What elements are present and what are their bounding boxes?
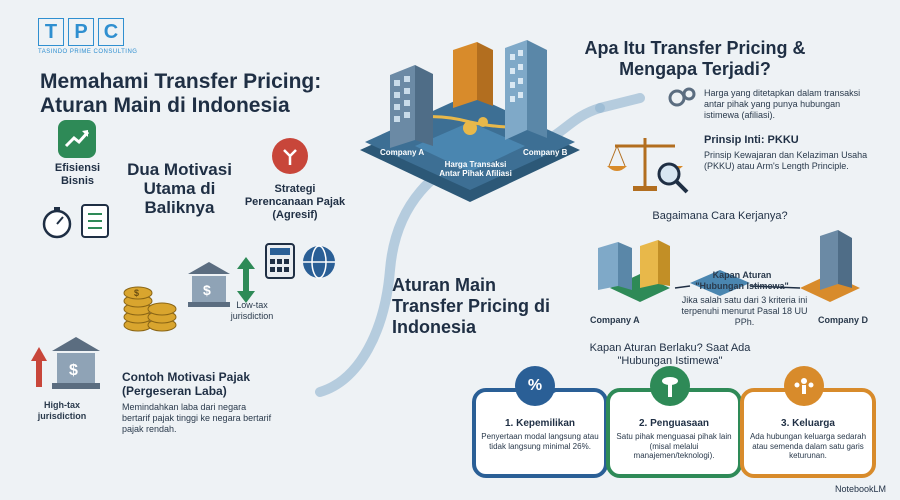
coins-stack-icon: $	[120, 275, 180, 342]
kepemilikan-text: Penyertaan modal langsung atau tidak lan…	[481, 432, 599, 451]
logo-letter: C	[98, 18, 124, 46]
up-down-arrow-icon	[235, 255, 257, 310]
keluarga-text: Ada hubungan keluarga sedarah atau semen…	[749, 432, 867, 460]
logo-subtitle: TASINDO PRIME CONSULTING	[38, 49, 138, 55]
apa-title: Apa Itu Transfer Pricing & Mengapa Terja…	[584, 38, 806, 79]
high-tax-label: High-tax jurisdiction	[37, 400, 87, 421]
right-company-d-label: Company D	[818, 315, 869, 325]
contoh-title: Contoh Motivasi Pajak (Pergeseran Laba)	[122, 370, 251, 398]
logo-letter: P	[68, 18, 94, 46]
footer-brand: NotebookLM	[834, 484, 886, 494]
keluarga-title: 3. Keluarga	[781, 418, 835, 429]
right-company-a-label: Company A	[590, 315, 640, 325]
strategi-label: Strategi Perencanaan Pajak (Agresif)	[244, 183, 346, 221]
control-tower-icon	[650, 366, 690, 406]
main-title: Memahami Transfer Pricing: Aturan Main d…	[40, 70, 322, 117]
low-tax-label: Low-tax jurisdiction	[230, 300, 274, 321]
svg-text:$: $	[203, 282, 211, 298]
efisiensi-label: Efisiensi Bisnis	[54, 162, 101, 187]
kepemilikan-title: 1. Kepemilikan	[504, 418, 576, 429]
cara-label: Bagaimana Cara Kerjanya?	[652, 210, 788, 222]
logo-letter: T	[38, 18, 64, 46]
center-company-b-label: Company B	[523, 148, 568, 157]
harga-label: Harga Transaksi Antar Pihak Afiliasi	[439, 160, 512, 178]
company-platform-illustration	[360, 40, 580, 202]
prinsip-text: Prinsip Kewajaran dan Kelaziman Usaha (P…	[704, 150, 868, 171]
svg-text:$: $	[134, 288, 139, 298]
split-arrow-icon	[272, 138, 308, 174]
percent-icon: %	[515, 366, 555, 406]
svg-text:$: $	[69, 362, 78, 379]
bank-low-tax-icon: $	[186, 260, 232, 313]
calculator-icon	[265, 243, 295, 284]
kapan-text: Jika salah satu dari 3 kriteria ini terp…	[681, 295, 808, 327]
up-arrow-icon	[30, 345, 48, 394]
motivasi-title: Dua Motivasi Utama di Baliknya	[127, 160, 232, 217]
scale-magnifier-icon	[605, 130, 695, 203]
logo: T P C TASINDO PRIME CONSULTING	[38, 18, 137, 55]
bank-high-tax-icon: $	[50, 335, 102, 396]
contoh-text: Memindahkan laba dari negara bertarif pa…	[122, 402, 272, 434]
prinsip-title: Prinsip Inti: PKKU	[704, 134, 799, 146]
kapan-berlaku-label: Kapan Aturan Berlaku? Saat Ada "Hubungan…	[589, 342, 751, 367]
apa-text: Harga yang ditetapkan dalam transaksi an…	[704, 88, 861, 120]
family-icon	[784, 366, 824, 406]
penguasaan-text: Satu pihak menguasai pihak lain (misal m…	[616, 432, 732, 460]
kapan-title: Kapan Aturan "Hubungan Istimewa"	[695, 270, 789, 291]
globe-icon	[300, 243, 338, 286]
penguasaan-title: 2. Penguasaan	[638, 418, 710, 429]
gears-icon	[668, 86, 696, 115]
checklist-icon	[80, 203, 110, 244]
stopwatch-icon	[40, 205, 74, 244]
center-company-a-label: Company A	[380, 148, 425, 157]
relationship-platform-illustration	[598, 230, 860, 302]
aturan-title: Aturan Main Transfer Pricing di Indonesi…	[392, 275, 551, 337]
handshake-icon	[535, 385, 561, 408]
growth-chart-icon	[58, 120, 96, 158]
